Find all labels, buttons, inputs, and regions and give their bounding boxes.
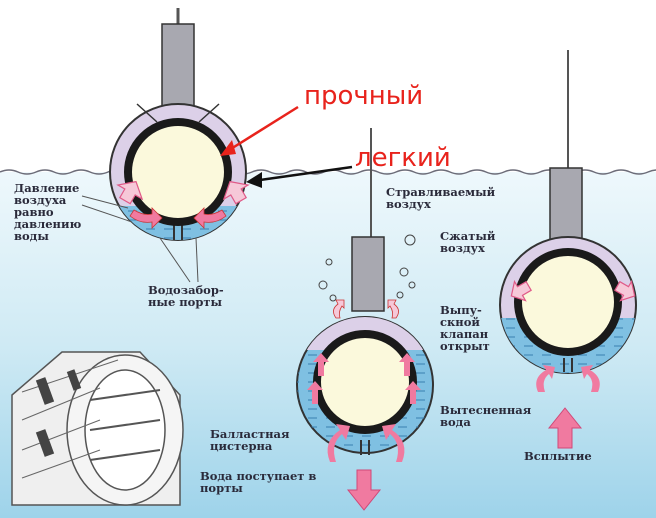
label-displaced-water: Вытесненная вода xyxy=(440,403,532,429)
label-exhaust-valve: Выпу- скной клапан открыт xyxy=(440,303,490,353)
arrow-curve-icon xyxy=(327,424,350,462)
arrow-curve-icon xyxy=(536,365,555,392)
bubble-icon xyxy=(408,281,416,289)
strong-hull-pointer xyxy=(225,105,299,154)
label-intake-ports: Водозабор- ные порты xyxy=(148,283,224,309)
arrow-pink-icon xyxy=(129,207,163,229)
label-water-enters: Вода поступает в порты xyxy=(200,469,317,495)
annotation-strong-hull: прочный xyxy=(304,81,424,111)
arrow-curve-icon xyxy=(581,365,600,392)
arrow-up-icon xyxy=(399,353,415,376)
bubble-icon xyxy=(396,291,404,299)
air-bubbles xyxy=(318,234,416,302)
arrow-black-icon xyxy=(246,172,262,188)
label-compressed-air: Сжатый воздух xyxy=(440,229,496,255)
arrow-up-icon xyxy=(313,353,329,376)
label-air-pressure: Давление воздуха равно давлению воды xyxy=(14,181,82,243)
arrow-pink-icon xyxy=(193,207,227,229)
arrow-red-icon xyxy=(220,140,236,156)
bubble-icon xyxy=(318,280,328,290)
submarine-surfacing xyxy=(499,50,637,392)
vent-valve-icon xyxy=(387,299,399,319)
vent-valve-icon xyxy=(333,299,345,319)
strong-hull xyxy=(124,118,232,226)
ballast-tank-cutaway xyxy=(11,351,184,506)
arrow-pink-icon xyxy=(614,279,636,302)
conning-tower xyxy=(161,23,195,109)
submarine-diving xyxy=(296,128,434,462)
bubble-icon xyxy=(399,267,409,277)
arrow-pink-icon xyxy=(222,180,250,205)
arrow-up-icon xyxy=(547,407,583,449)
bubble-icon xyxy=(329,294,337,302)
label-vented-air: Стравливаемый воздух xyxy=(386,185,496,211)
arrow-curve-icon xyxy=(382,424,405,462)
arrow-pink-icon xyxy=(116,180,144,205)
bubble-icon xyxy=(404,234,416,246)
label-ballast-tank: Балластная цистерна xyxy=(210,427,290,453)
arrow-down-icon xyxy=(346,469,382,511)
conning-tower xyxy=(351,236,385,312)
bubble-icon xyxy=(325,258,333,266)
arrow-up-icon xyxy=(405,381,421,404)
arrow-pink-icon xyxy=(510,279,532,302)
strong-hull xyxy=(313,330,417,434)
light-hull-pointer xyxy=(259,165,353,182)
annotation-light-hull: легкий xyxy=(355,143,451,173)
submarine-surfaced xyxy=(109,8,250,241)
callout-lines xyxy=(81,195,199,283)
arrow-up-icon xyxy=(307,381,323,404)
conning-tower xyxy=(549,167,583,245)
label-surfacing: Всплытие xyxy=(524,449,592,463)
strong-hull xyxy=(514,248,622,356)
